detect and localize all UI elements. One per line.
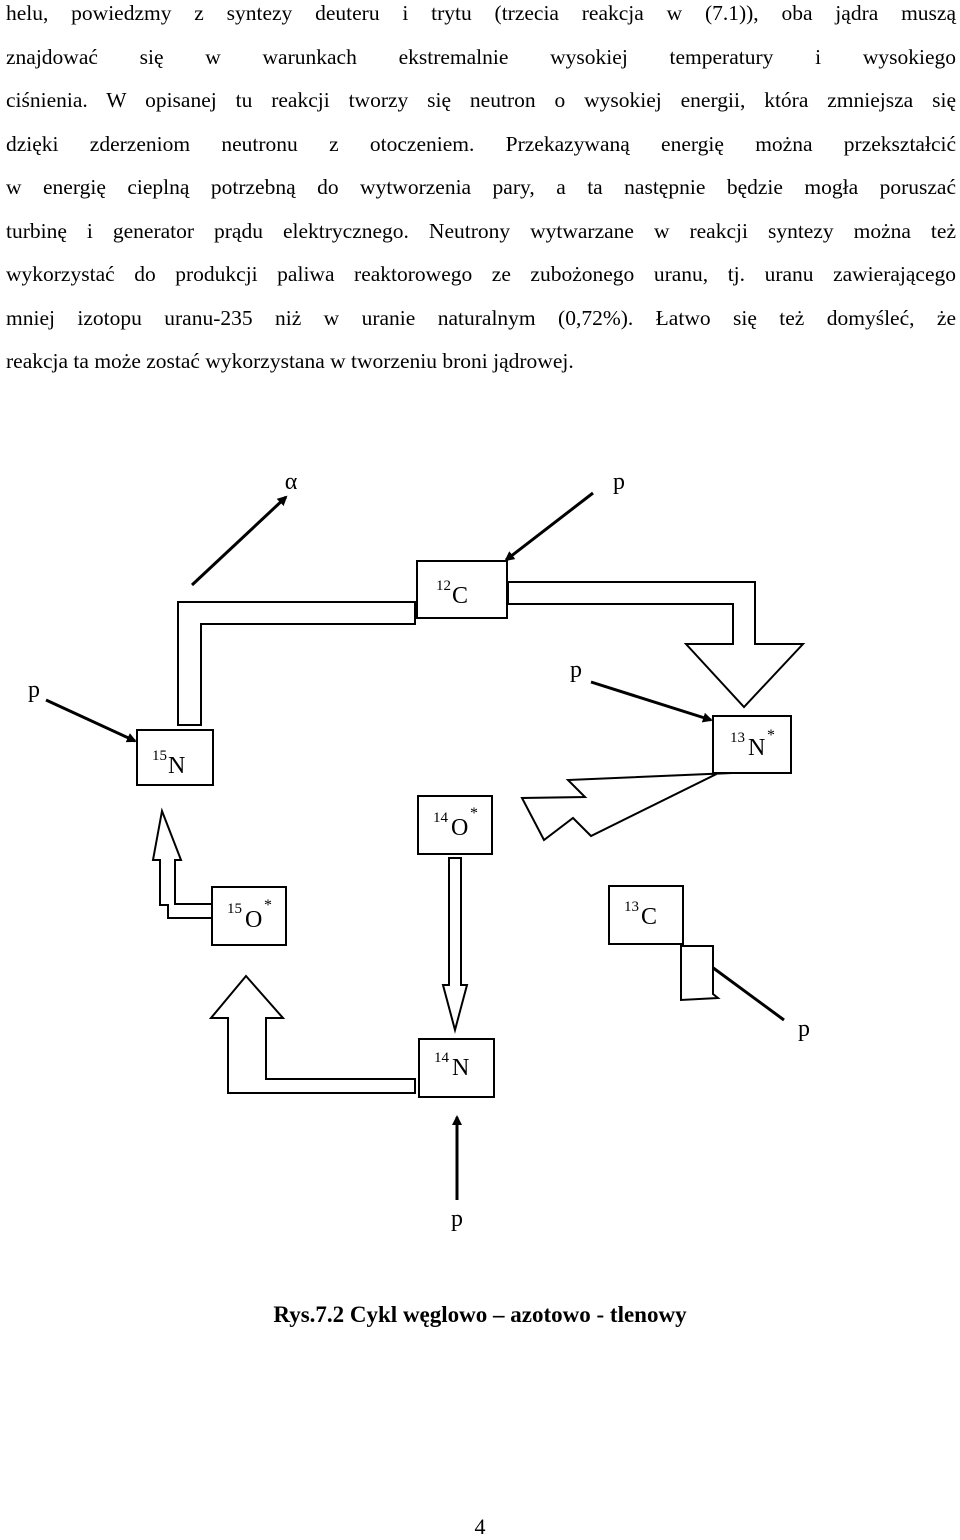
paragraph-line: dzięki zderzeniom neutronu z otoczeniem.… — [6, 131, 956, 156]
figure-caption: Rys.7.2 Cykl węglowo – azotowo - tlenowy — [273, 1302, 687, 1327]
o14-mass: 14 — [433, 810, 449, 826]
proton-label-mid: p — [570, 657, 582, 683]
paragraph-line: znajdować się w warunkach ekstremalnie w… — [6, 44, 956, 69]
alpha-emission-arrow — [190, 495, 288, 587]
proton-label-left: p — [28, 677, 40, 703]
node-box-n14 — [418, 1038, 495, 1098]
paragraph-line: ciśnienia. W opisanej tu reakcji tworzy … — [6, 88, 956, 112]
node-box-c12 — [416, 560, 508, 619]
paragraph-line: w energię cieplną potrzebną do wytworzen… — [6, 175, 956, 199]
proton-label-bottom: p — [451, 1206, 463, 1232]
node-c12: 12 C — [436, 578, 468, 609]
cno-cycle-diagram: α p p p p p 12 C 15 N 13 N * 14 O * 15 — [28, 469, 810, 1232]
paragraph-line: reakcja ta może zostać wykorzystana w tw… — [6, 349, 574, 373]
proton-arrow-n13 — [590, 680, 713, 723]
node-box-n13 — [712, 715, 792, 774]
hollow-arrow-n14-to-o15 — [208, 974, 416, 1094]
node-box-c13 — [608, 885, 684, 945]
o15-star: * — [264, 897, 272, 914]
node-box-o15 — [211, 886, 287, 946]
n15-symbol: N — [168, 753, 185, 779]
n14-symbol: N — [452, 1055, 469, 1081]
node-n15: 15 N — [152, 748, 185, 779]
c13-mass: 13 — [624, 899, 639, 915]
o15-symbol: O — [245, 907, 262, 933]
node-box-n15 — [136, 729, 214, 786]
proton-arrow-c12 — [504, 491, 594, 562]
o14-symbol: O — [451, 815, 468, 841]
node-o15: 15 O * — [227, 897, 272, 933]
node-o14: 14 O * — [433, 805, 478, 841]
o15-mass: 15 — [227, 901, 242, 917]
proton-label-right: p — [798, 1016, 810, 1042]
page-number: 4 — [474, 1514, 486, 1539]
paragraph-line: turbinę i generator prądu elektrycznego.… — [6, 218, 956, 243]
proton-arrow-n15 — [45, 698, 137, 743]
proton-label-top: p — [613, 469, 625, 495]
node-n14: 14 N — [434, 1050, 469, 1081]
body-paragraph: helu, powiedzmy z syntezy deuteru i tryt… — [6, 0, 956, 392]
node-c13: 13 C — [624, 899, 657, 930]
o14-star: * — [470, 805, 478, 822]
hollow-arrow-o14-to-c13 — [441, 857, 469, 1034]
c12-symbol: C — [452, 583, 468, 609]
paragraph-line: mniej izotopu uranu-235 niż w uranie nat… — [6, 305, 956, 330]
alpha-particle-label: α — [285, 469, 298, 495]
n13-star: * — [767, 727, 775, 744]
n13-symbol: N — [748, 735, 765, 761]
n14-mass: 14 — [434, 1050, 450, 1066]
node-n13: 13 N * — [730, 727, 775, 761]
hollow-arrow-n13-to-o14 — [520, 752, 759, 842]
n13-mass: 13 — [730, 730, 745, 746]
c13-symbol: C — [641, 904, 657, 930]
hollow-arrow-o15-to-n15 — [151, 807, 213, 919]
hollow-arrow-n15-to-c12 — [177, 601, 416, 726]
c12-mass: 12 — [436, 578, 451, 594]
node-box-o14 — [417, 795, 493, 855]
n15-mass: 15 — [152, 748, 167, 764]
paragraph-line: helu, powiedzmy z syntezy deuteru i tryt… — [6, 1, 956, 25]
hollow-arrow-c12-to-n13 — [507, 581, 806, 709]
hollow-arrow-c13-to-n14 — [680, 945, 721, 1002]
paragraph-line: wykorzystać do produkcji paliwa reaktoro… — [6, 262, 956, 286]
